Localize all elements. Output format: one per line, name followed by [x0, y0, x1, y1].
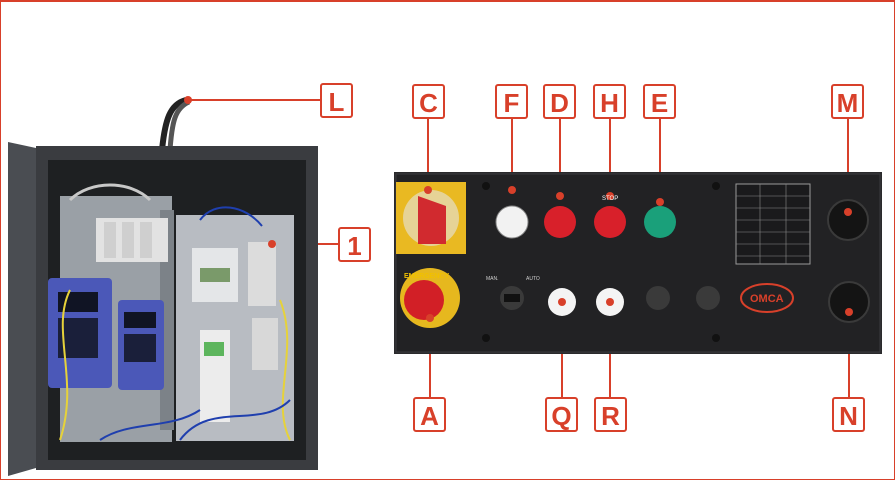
callout-a: A	[413, 397, 446, 432]
callout-l: L	[320, 83, 353, 118]
callout-1: 1	[338, 227, 371, 262]
emergency-label: EMERGENCY	[404, 273, 449, 280]
man-label: MAN.	[486, 276, 499, 282]
auto-label: AUTO	[526, 276, 540, 282]
callout-e: E	[643, 84, 676, 119]
callout-n: N	[832, 397, 865, 432]
callout-d: D	[543, 84, 576, 119]
callout-h: H	[593, 84, 626, 119]
callout-f: F	[495, 84, 528, 119]
electrical-cabinet	[8, 142, 318, 476]
control-panel	[394, 172, 882, 354]
brand-logo: OMCA	[750, 293, 784, 305]
stop-label: STOP	[602, 196, 618, 202]
callout-c: C	[412, 84, 445, 119]
callout-r: R	[594, 397, 627, 432]
callout-q: Q	[545, 397, 578, 432]
cable-l	[159, 96, 192, 151]
top-border	[0, 0, 895, 2]
callout-m: M	[831, 84, 864, 119]
